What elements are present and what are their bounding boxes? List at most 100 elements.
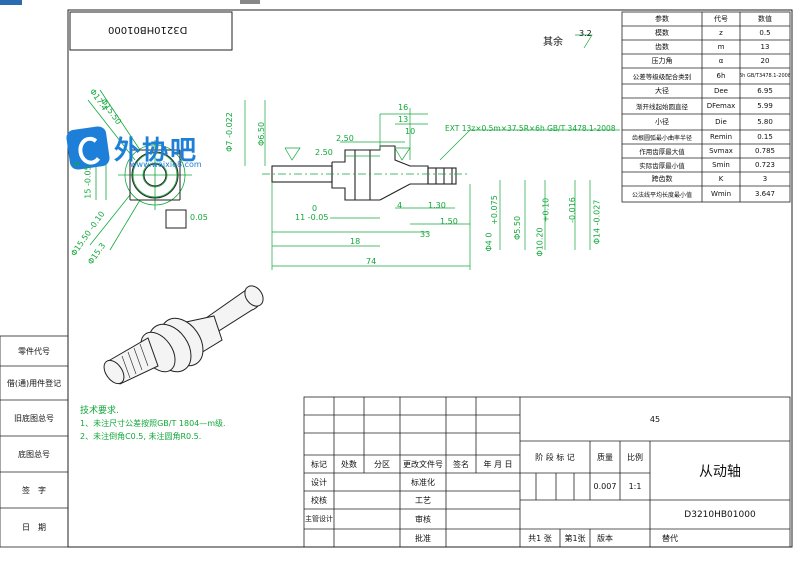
dim-d-5-50: Φ5.50 xyxy=(513,215,523,241)
param-name: 作用齿厚最大值 xyxy=(639,148,685,156)
watermark-url: www.waixie8.com xyxy=(130,160,202,169)
tb-stage: 阶 段 标 记 xyxy=(535,452,575,462)
dim-2-50-b: 2.50 xyxy=(315,148,333,157)
param-value: 6h GB/T3478.1-2008 xyxy=(740,73,790,79)
param-value: 3.647 xyxy=(754,190,776,198)
dim-10: 10 xyxy=(405,127,416,136)
param-name: 渐开线起始圆直径 xyxy=(636,103,688,111)
param-code: 6h xyxy=(716,72,726,80)
tb-hdr-zone: 分区 xyxy=(374,459,390,469)
tb-check: 校核 xyxy=(311,495,327,505)
param-value: 20 xyxy=(760,57,770,65)
param-value: 5.80 xyxy=(757,118,773,126)
tol-3: -0.016 xyxy=(567,197,577,223)
dim-11: 11 -0.05 xyxy=(295,213,329,222)
param-name: 模数 xyxy=(655,29,669,37)
param-value: 13 xyxy=(760,43,770,51)
param-code: Die xyxy=(715,118,727,126)
dim-left-e: 15 -0.05 xyxy=(83,165,93,199)
tb-sheet-total: 共1 张 xyxy=(528,533,552,543)
param-code: Svmax xyxy=(709,147,733,155)
param-name: 公差等级级配合类别 xyxy=(632,73,692,81)
dim-d-14: Φ14 -0.027 xyxy=(592,199,602,245)
roughness-label: 其余 xyxy=(543,37,563,48)
watermark-brand: 外协吧 xyxy=(114,136,199,166)
tb-scale-value: 1:1 xyxy=(628,482,642,491)
dim-4: 4 xyxy=(397,201,403,210)
tb-number-top: 45 xyxy=(649,414,661,424)
tb-version: 版本 xyxy=(597,533,613,543)
param-header-code: 代号 xyxy=(714,15,728,23)
tol-1: +0.075 xyxy=(489,195,499,225)
param-value: 6.95 xyxy=(757,87,773,95)
param-code: α xyxy=(718,57,724,65)
tb-sheet-no: 第1张 xyxy=(564,533,586,543)
param-name: 大径 xyxy=(655,87,669,95)
dim-33: 33 xyxy=(420,230,431,239)
tb-part-name: 从动轴 xyxy=(699,463,741,480)
left-block-part-code: 零件代号 xyxy=(18,346,50,356)
param-name: 齿数 xyxy=(655,43,669,51)
param-name: 跨齿数 xyxy=(651,175,673,183)
dim-0-left: 0 xyxy=(72,161,82,167)
left-block-old-base: 旧底图总号 xyxy=(14,413,54,423)
tb-mass: 质量 xyxy=(597,452,613,462)
tb-drawing-no: D3210HB01000 xyxy=(684,509,756,520)
dim-13: 13 xyxy=(398,115,409,124)
tb-scale: 比例 xyxy=(627,452,643,462)
param-code: m xyxy=(717,43,725,51)
drawing-number-rotated: D3210HB01000 xyxy=(108,24,188,35)
tb-hdr-date: 年 月 日 xyxy=(483,459,513,469)
dim-16: 16 xyxy=(398,103,409,112)
param-code: Dee xyxy=(713,87,728,95)
param-value: 0.785 xyxy=(754,147,776,155)
param-value: 5.99 xyxy=(757,102,773,110)
watermark-logo: 外协吧 www.waixie8.com xyxy=(65,125,218,172)
param-header-value: 数值 xyxy=(758,15,772,23)
tech-req-line1: 1、未注尺寸公差按照GB/T 1804—m级. xyxy=(80,419,226,428)
roughness-value: 3.2 xyxy=(579,29,592,38)
tb-standard: 标准化 xyxy=(411,477,435,487)
flatness-tol: 0.05 xyxy=(190,213,208,222)
dim-18: 18 xyxy=(350,237,361,246)
param-code: Wmin xyxy=(710,190,732,198)
param-name: 压力角 xyxy=(651,57,673,65)
tb-design: 设计 xyxy=(311,477,327,487)
dim-d-6-50: Φ6.50 xyxy=(257,121,267,147)
tb-mass-value: 0.007 xyxy=(593,482,617,491)
tb-replace: 替代 xyxy=(662,533,678,543)
param-code: z xyxy=(719,29,723,37)
dim-d-4: Φ4 0 xyxy=(484,232,494,252)
param-value: 0.723 xyxy=(754,161,776,169)
tb-hdr-sign: 签名 xyxy=(453,459,469,469)
tb-process: 工艺 xyxy=(415,495,431,505)
tech-req-line2: 2、未注倒角C0.5, 未注圆角R0.5. xyxy=(80,432,202,441)
left-block-sign: 签 字 xyxy=(22,485,46,495)
param-value: 0.5 xyxy=(759,29,771,37)
param-name: 齿根圆弧最小曲率半径 xyxy=(631,134,692,142)
tb-approve: 批准 xyxy=(415,533,431,543)
param-code: Smin xyxy=(712,161,730,169)
param-code: K xyxy=(718,175,724,183)
dim-74: 74 xyxy=(366,257,377,266)
left-block-base: 底图总号 xyxy=(18,449,50,459)
dim-0: 0 xyxy=(312,204,318,213)
tb-hdr-mark: 标记 xyxy=(311,459,327,469)
dim-2-50-a: 2.50 xyxy=(336,134,354,143)
tb-review: 审核 xyxy=(415,514,431,524)
dim-d-7: Φ7 -0.022 xyxy=(224,112,234,152)
tol-2: +0.10 xyxy=(541,197,551,223)
param-header-name: 参数 xyxy=(655,15,669,23)
spline-spec: EXT 13z×0.5m×37.5R×6h GB/T 3478.1-2008 xyxy=(445,124,616,133)
dim-1-30: 1.30 xyxy=(428,201,446,210)
tb-hdr-change: 更改文件号 xyxy=(403,459,443,469)
param-value: 3 xyxy=(762,175,768,183)
param-name: 实际齿厚最小值 xyxy=(639,162,685,170)
left-block-borrowed: 借(通)用件登记 xyxy=(6,378,62,388)
tb-chief: 主管设计 xyxy=(305,515,333,523)
param-code: DFemax xyxy=(706,102,736,110)
param-name: 公法线平均长度最小值 xyxy=(631,191,692,199)
tb-hdr-count: 处数 xyxy=(341,459,357,469)
dim-d-10-20: Φ10.20 xyxy=(535,227,545,257)
